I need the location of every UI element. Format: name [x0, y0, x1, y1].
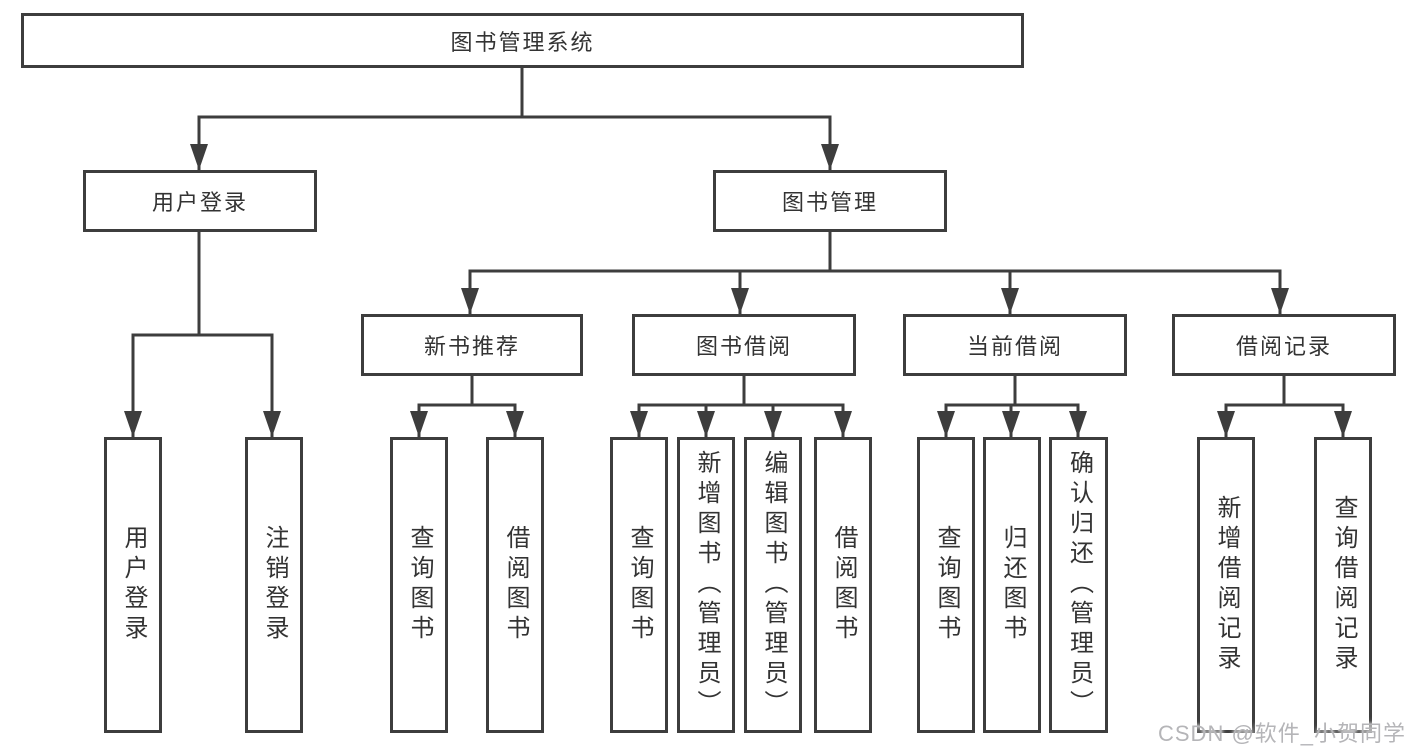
node-new-book-recommend-label: 新书推荐: [423, 334, 520, 359]
node-borrow-records: 借阅记录: [1172, 314, 1396, 376]
leaf-query-books-current-label: 查询图书: [933, 525, 960, 645]
leaf-logout: 注销登录: [245, 437, 303, 733]
leaf-query-borrow-record: 查询借阅记录: [1314, 437, 1372, 733]
leaf-borrow-books: 借阅图书: [814, 437, 872, 733]
arrowheads: [124, 144, 1352, 437]
leaf-user-login: 用户登录: [104, 437, 162, 733]
leaf-edit-book-admin-label: 编辑图书（管理员）: [760, 450, 787, 720]
leaf-add-book-admin-label: 新增图书（管理员）: [693, 450, 720, 720]
leaf-confirm-return-admin: 确认归还（管理员）: [1049, 437, 1108, 733]
leaf-query-books-current: 查询图书: [917, 437, 975, 733]
node-current-borrow: 当前借阅: [903, 314, 1127, 376]
connector-bookborrow-to-leaves: [637, 376, 845, 437]
node-current-borrow-label: 当前借阅: [966, 334, 1063, 359]
node-user-login: 用户登录: [83, 170, 317, 232]
node-book-borrow-label: 图书借阅: [695, 334, 792, 359]
node-borrow-records-label: 借阅记录: [1235, 334, 1332, 359]
connector-newbook-to-leaves: [417, 376, 517, 437]
node-root: 图书管理系统: [21, 13, 1024, 68]
node-book-management: 图书管理: [713, 170, 947, 232]
watermark: CSDN @软件_小贺同学: [1158, 721, 1405, 746]
node-book-borrow: 图书借阅: [632, 314, 856, 376]
connector-bookmgmt-to-level3: [468, 232, 1282, 314]
leaf-query-books-borrow: 查询图书: [610, 437, 668, 733]
leaf-borrow-books-label: 借阅图书: [830, 525, 857, 645]
leaf-user-login-label: 用户登录: [120, 525, 147, 645]
leaf-query-books-borrow-label: 查询图书: [626, 525, 653, 645]
node-book-management-label: 图书管理: [781, 190, 878, 215]
leaf-return-book-label: 归还图书: [999, 525, 1026, 645]
node-new-book-recommend: 新书推荐: [361, 314, 583, 376]
leaf-logout-label: 注销登录: [261, 525, 288, 645]
connector-root-to-level2: [197, 68, 832, 170]
leaf-return-book: 归还图书: [983, 437, 1041, 733]
leaf-borrow-books-recommend: 借阅图书: [486, 437, 544, 733]
leaf-query-borrow-record-label: 查询借阅记录: [1330, 495, 1357, 675]
leaf-edit-book-admin: 编辑图书（管理员）: [744, 437, 802, 733]
leaf-query-books-recommend: 查询图书: [390, 437, 448, 733]
leaf-add-borrow-record: 新增借阅记录: [1197, 437, 1255, 733]
leaf-confirm-return-admin-label: 确认归还（管理员）: [1065, 450, 1093, 720]
node-root-label: 图书管理系统: [450, 29, 595, 55]
connector-userlogin-to-leaves: [131, 232, 274, 437]
leaf-add-book-admin: 新增图书（管理员）: [677, 437, 735, 733]
leaf-query-books-recommend-label: 查询图书: [406, 525, 433, 645]
connector-borrowrecords-to-leaves: [1224, 376, 1345, 437]
leaf-add-borrow-record-label: 新增借阅记录: [1213, 495, 1240, 675]
node-user-login-label: 用户登录: [151, 190, 248, 215]
leaf-borrow-books-recommend-label: 借阅图书: [502, 525, 529, 645]
